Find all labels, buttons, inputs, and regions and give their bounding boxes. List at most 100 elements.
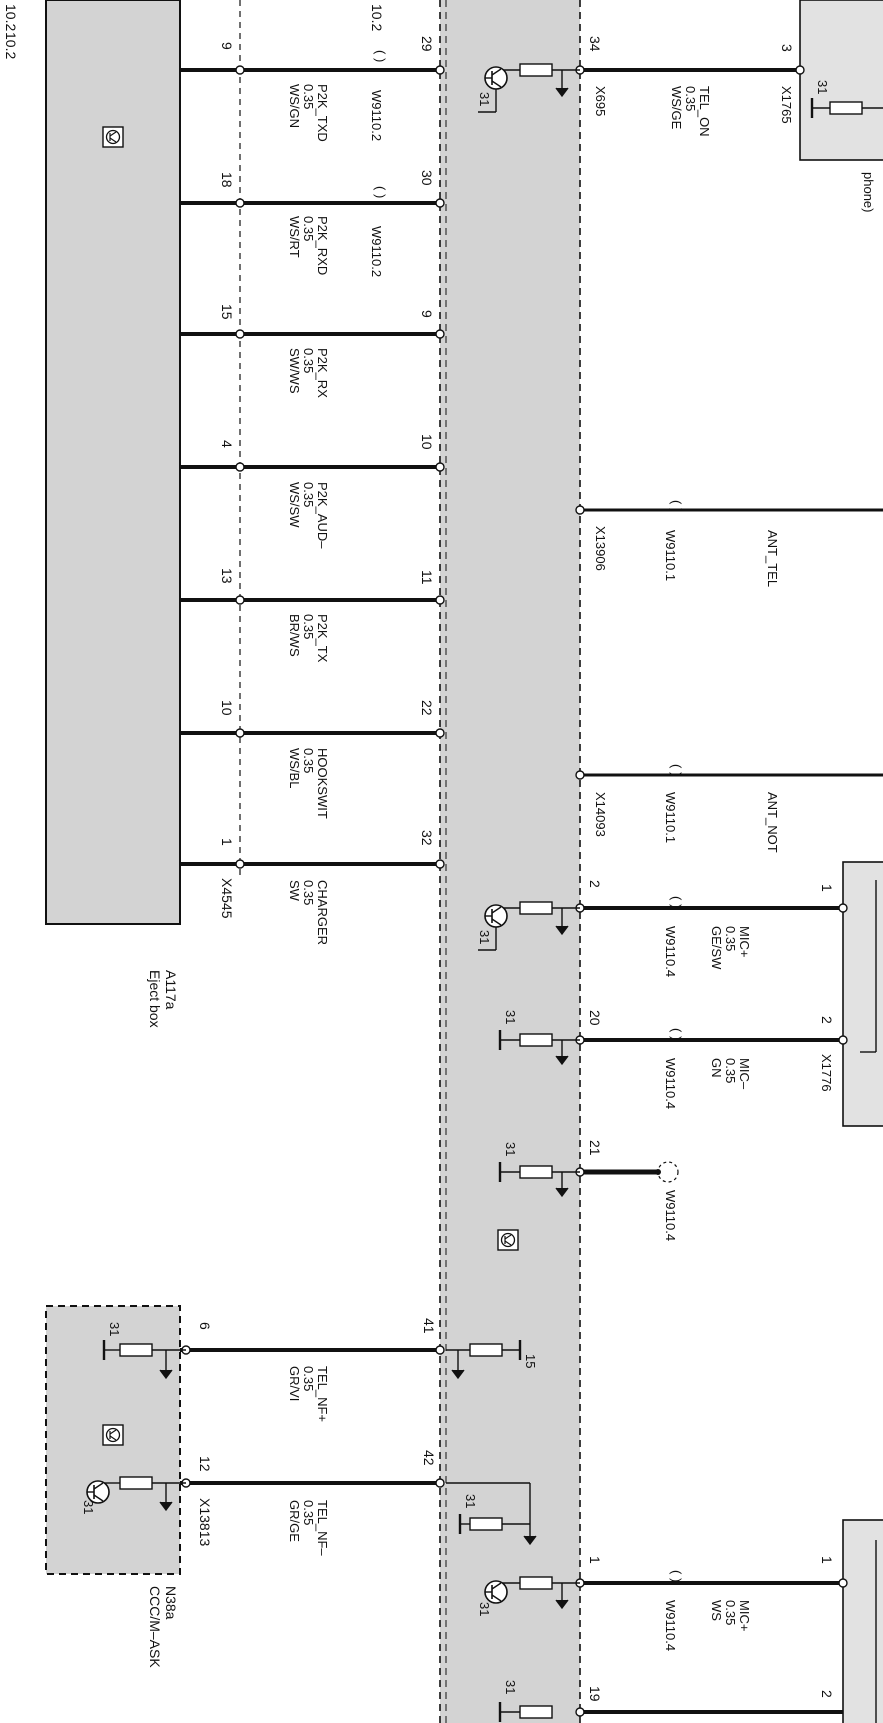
main-module-strip <box>440 0 580 1723</box>
svg-text:( ): ( ) <box>373 186 388 198</box>
svg-text:W9110.4: W9110.4 <box>663 1600 678 1651</box>
svg-text:2: 2 <box>587 880 603 888</box>
svg-text:41: 41 <box>421 1318 437 1334</box>
svg-text:( ): ( ) <box>373 50 388 62</box>
wire-color-1: WS/GN <box>287 84 302 128</box>
mic-module-1 <box>842 861 883 1127</box>
svg-text:19: 19 <box>587 1686 603 1702</box>
svg-text:31: 31 <box>815 80 830 94</box>
svg-text:GE/SW: GE/SW <box>709 926 724 970</box>
svg-text:1: 1 <box>819 884 835 892</box>
mic-module-2 <box>842 1519 883 1723</box>
svg-text:W9110.4: W9110.4 <box>663 1058 678 1109</box>
wire-color-2: WS/RT <box>287 216 302 258</box>
svg-text:31: 31 <box>477 92 492 106</box>
svg-text:( ): ( ) <box>669 500 684 512</box>
phone-label: phone) <box>861 172 876 212</box>
svg-text:X695: X695 <box>593 86 608 116</box>
wire-size-3: 0.35 <box>301 348 316 373</box>
eject-box-body <box>45 0 181 925</box>
eject-box-name: Eject box <box>147 970 163 1028</box>
wire-color-4: WS/SW <box>287 482 302 528</box>
pin-right-4: 10 <box>419 434 435 450</box>
wire-name-5: P2K_TX <box>315 614 330 663</box>
ccc-ecu-icon <box>102 1424 124 1446</box>
wire-size-1: 0.35 <box>301 84 316 109</box>
svg-text:2: 2 <box>819 1690 835 1698</box>
left-connector-id: X4545 <box>219 878 235 919</box>
top-mark-a: 10.2 <box>3 4 19 31</box>
svg-text:ANT_NOT: ANT_NOT <box>765 792 780 853</box>
pin-left-1: 9 <box>219 42 235 50</box>
svg-text:W9110.4: W9110.4 <box>663 1190 678 1241</box>
phone-module <box>799 0 883 161</box>
svg-text:MIC+: MIC+ <box>737 1600 752 1631</box>
pin-left-2: 18 <box>219 172 235 188</box>
pin-right-7: 32 <box>419 830 435 846</box>
internal-components <box>86 63 883 1723</box>
pin-right-5: 11 <box>419 570 435 585</box>
svg-text:W9110.1: W9110.1 <box>663 530 678 581</box>
svg-text:MIC+: MIC+ <box>737 926 752 957</box>
ccc-box-name: CCC/M–ASK <box>147 1586 163 1668</box>
svg-text:31: 31 <box>81 1500 96 1514</box>
pin-right-2: 30 <box>419 170 435 186</box>
ccc-box-id: N38a <box>163 1586 179 1620</box>
svg-text:X1776: X1776 <box>819 1054 834 1092</box>
pin-right-6: 22 <box>419 700 435 716</box>
svg-text:( ): ( ) <box>669 1028 684 1040</box>
wire-size-5: 0.35 <box>301 614 316 639</box>
bottom-wire-group: 6 41 TEL_NF+ 0.35 GR/VI 12 42 TEL_NF– 0.… <box>180 1318 445 1556</box>
svg-text:31: 31 <box>477 1602 492 1616</box>
svg-text:ANT_TEL: ANT_TEL <box>765 530 780 587</box>
wire-size-7: 0.35 <box>301 880 316 905</box>
svg-text:WS: WS <box>709 1600 724 1621</box>
svg-text:GN: GN <box>709 1058 724 1078</box>
svg-text:31: 31 <box>107 1322 122 1336</box>
svg-text:( ): ( ) <box>669 896 684 908</box>
wire-name-4: P2K_AUD– <box>315 482 330 549</box>
svg-text:1: 1 <box>819 1556 835 1564</box>
pin-left-3: 15 <box>219 304 235 320</box>
svg-text:X14093: X14093 <box>593 792 608 837</box>
pin-left-4: 4 <box>219 440 235 448</box>
wire-conn-1: W9110.2 <box>369 90 384 141</box>
wire-size-2: 0.35 <box>301 216 316 241</box>
svg-text:31: 31 <box>503 1010 518 1024</box>
svg-text:12: 12 <box>197 1456 213 1472</box>
svg-text:GR/GE: GR/GE <box>287 1500 302 1542</box>
svg-text:X13906: X13906 <box>593 526 608 571</box>
svg-text:GR/VI: GR/VI <box>287 1366 302 1401</box>
svg-text:WS/GE: WS/GE <box>669 86 684 130</box>
svg-text:TEL_NF–: TEL_NF– <box>315 1500 330 1556</box>
svg-text:MIC–: MIC– <box>737 1058 752 1090</box>
wire-color-5: BR/WS <box>287 614 302 657</box>
wire-color-6: WS/BL <box>287 748 302 788</box>
eject-box-id: A117a <box>163 970 179 1010</box>
svg-text:31: 31 <box>477 930 492 944</box>
svg-text:31: 31 <box>463 1494 478 1508</box>
ground-labels: 31 31 31 31 15 31 31 31 31 31 31 <box>81 80 830 1694</box>
svg-text:0.35: 0.35 <box>683 86 698 111</box>
svg-text:31: 31 <box>503 1680 518 1694</box>
svg-text:0.35: 0.35 <box>723 1058 738 1083</box>
svg-text:( ): ( ) <box>669 764 684 776</box>
pin-left-5: 13 <box>219 568 235 584</box>
svg-text:W9110.4: W9110.4 <box>663 926 678 977</box>
wire-size-4: 0.35 <box>301 482 316 507</box>
svg-text:20: 20 <box>587 1010 603 1026</box>
eject-box-ecu-icon <box>102 126 124 148</box>
svg-text:42: 42 <box>421 1450 437 1466</box>
svg-text:W9110.1: W9110.1 <box>663 792 678 843</box>
svg-text:3: 3 <box>779 44 795 52</box>
left-wire-group: 9 29 P2K_TXD 0.35 WS/GN W9110.2 18 30 P2… <box>180 36 445 945</box>
top-mark-c: 10.2 <box>369 4 385 31</box>
svg-text:TEL_ON: TEL_ON <box>697 86 712 137</box>
main-module-ecu-icon <box>497 1229 519 1251</box>
pin-right-1: 29 <box>419 36 435 52</box>
svg-text:6: 6 <box>197 1322 213 1330</box>
svg-text:34: 34 <box>587 36 603 52</box>
pin-left-6: 10 <box>219 700 235 716</box>
svg-text:15: 15 <box>523 1354 538 1368</box>
wire-conn-2: W9110.2 <box>369 226 384 277</box>
